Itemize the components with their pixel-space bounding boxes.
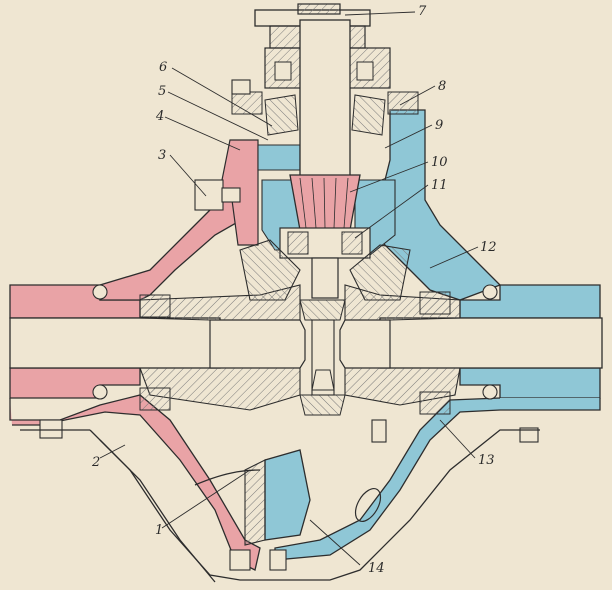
callout-14: 14 xyxy=(368,561,385,576)
callout-13: 13 xyxy=(478,453,495,468)
callout-7: 7 xyxy=(418,4,427,19)
side-bearings xyxy=(139,291,451,415)
callout-5: 5 xyxy=(158,84,166,99)
upper-bearings xyxy=(231,61,419,136)
callout-6: 6 xyxy=(159,60,167,75)
pinion-shaft xyxy=(311,257,339,299)
axle-shafts xyxy=(9,317,603,369)
left-housing-flange xyxy=(99,189,251,301)
lower-cover xyxy=(20,429,540,583)
pinion-teeth xyxy=(299,177,349,229)
callout-9: 9 xyxy=(435,118,443,133)
callout-8: 8 xyxy=(438,79,446,94)
callout-10: 10 xyxy=(431,155,448,170)
callout-1: 1 xyxy=(155,523,163,538)
ring-gear xyxy=(264,449,311,541)
drain-hole xyxy=(354,488,382,522)
bolts xyxy=(39,79,539,571)
bearing-cup-left xyxy=(257,144,301,171)
callout-2: 2 xyxy=(91,455,100,470)
differential-gears xyxy=(299,299,346,416)
callout-3: 3 xyxy=(158,148,166,163)
differential-case xyxy=(139,239,461,411)
callout-labels: 1 2 3 4 5 6 7 8 9 10 11 12 13 14 xyxy=(91,4,497,576)
right-axle-housing xyxy=(274,284,601,561)
ring-gear-mount xyxy=(244,459,266,546)
leader-lines xyxy=(99,11,479,566)
pinion-pilot-bearing xyxy=(279,227,371,259)
callout-12: 12 xyxy=(480,240,497,255)
callout-4: 4 xyxy=(155,109,164,124)
callout-11: 11 xyxy=(431,178,448,193)
